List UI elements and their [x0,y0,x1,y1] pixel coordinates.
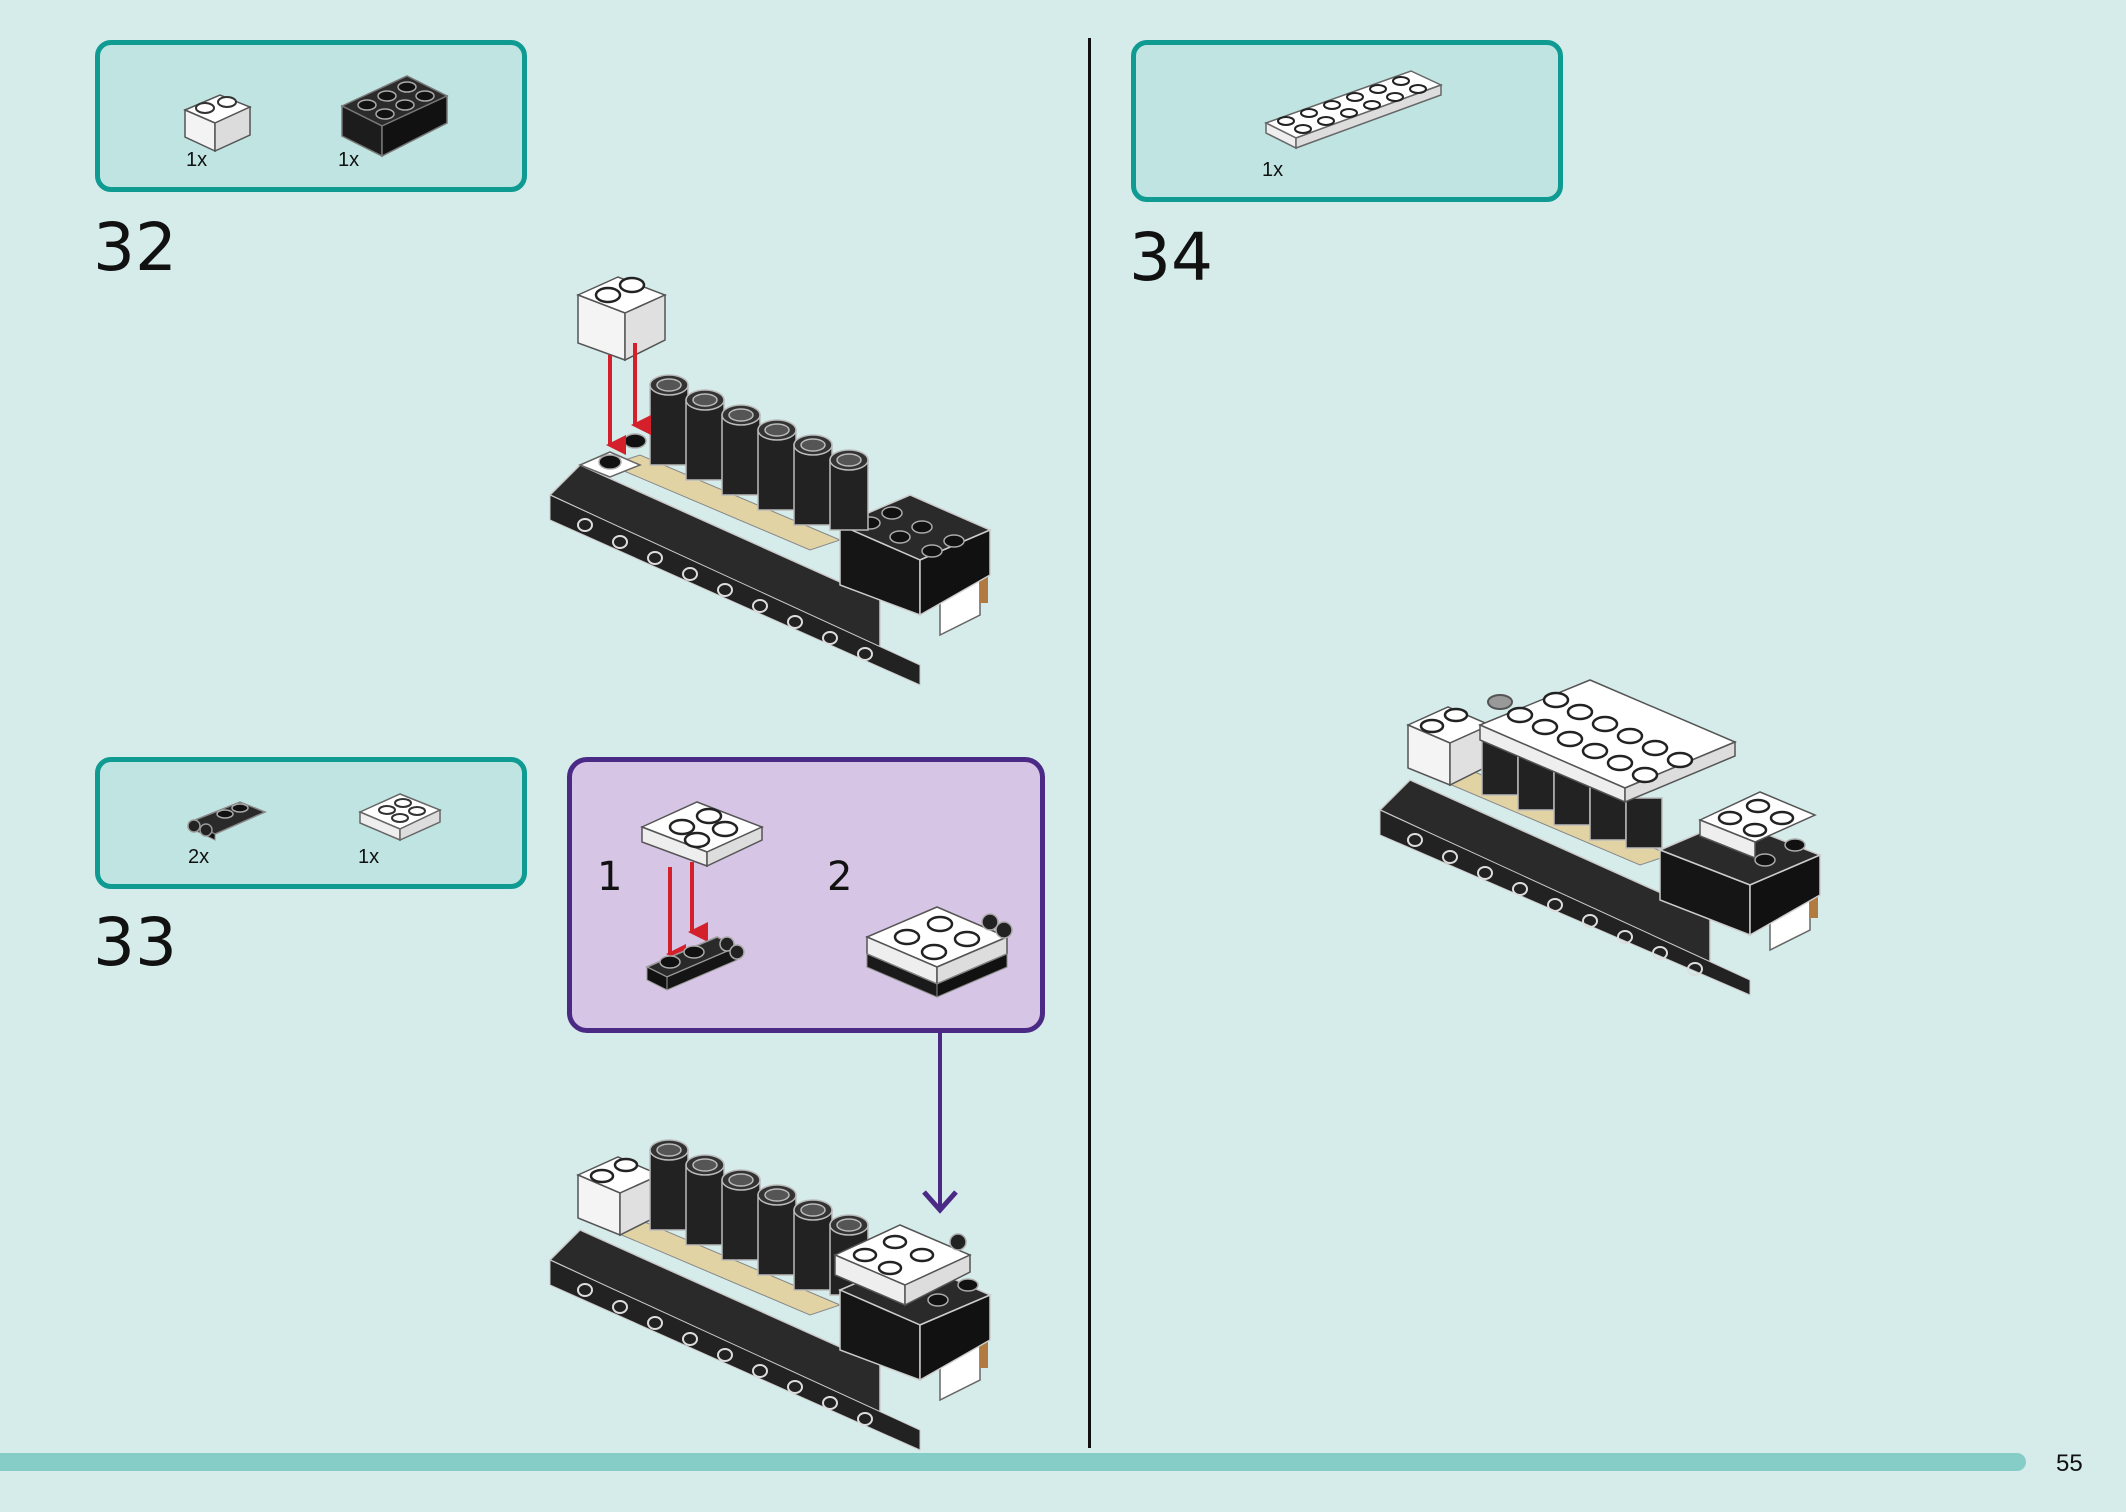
white-brick-1x2-icon [183,94,252,153]
part-qty: 2x [188,846,210,868]
part-qty: 1x [186,149,208,171]
step-number: 34 [1129,219,1213,296]
part-qty: 1x [358,846,380,868]
parts-box-step-34: 1x [1131,40,1563,202]
footer-progress-bar [0,1453,2026,1471]
parts-box-step-33: 2x 1x [95,757,527,889]
part-qty: 1x [1262,159,1284,181]
black-brick-2x3-icon [340,75,449,158]
substep-2-illustration [865,906,1013,998]
parts-box-step-32: 1x 1x [95,40,527,192]
callout-arrow [922,1030,958,1214]
black-clip-plate-icon [187,801,267,841]
white-plate-2x2-icon [358,793,442,842]
white-plate-2x6-icon [1264,70,1443,150]
step-34-model [1378,679,1822,996]
step-33-model [548,1139,992,1451]
step-number: 33 [93,904,177,981]
substep-number: 1 [597,854,623,900]
step-32-model [548,276,992,686]
substep-number: 2 [827,854,853,900]
page-number: 55 [2056,1450,2083,1477]
subassembly-callout: 1 2 [567,757,1045,1033]
step-number: 32 [93,209,177,286]
substep-1-illustration [640,801,764,991]
part-qty: 1x [338,149,360,171]
column-divider [1088,38,1091,1448]
